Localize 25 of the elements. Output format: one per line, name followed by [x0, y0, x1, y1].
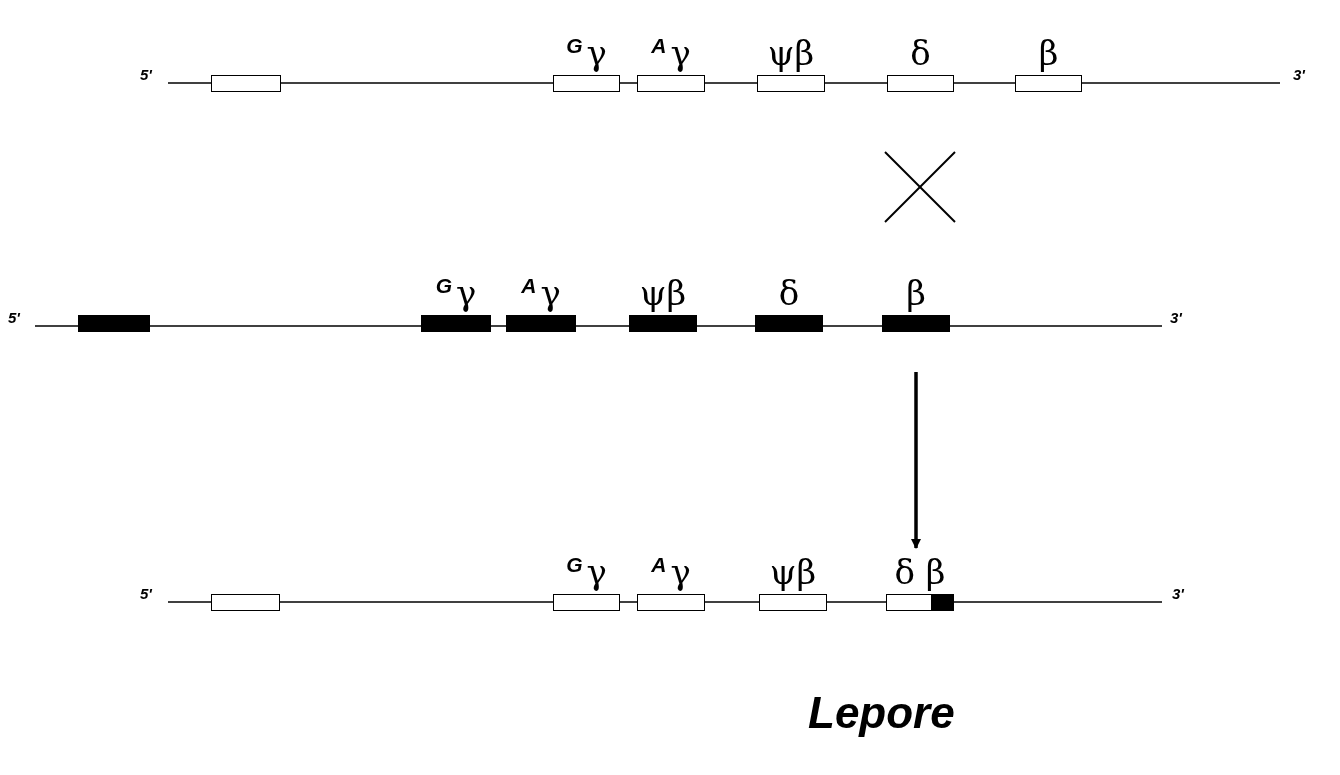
- gene-box: [211, 594, 280, 611]
- gene-label: $^{A}$γ: [651, 32, 691, 75]
- gene-label: β: [906, 272, 926, 315]
- strand-end-label: 3': [1293, 66, 1305, 83]
- strand-end-label: 5': [8, 309, 20, 326]
- gene-label: $^{G}$γ: [566, 551, 607, 594]
- gene-label: ψβ: [767, 32, 815, 75]
- strand-end-label: 3': [1170, 309, 1182, 326]
- gene-label: ψβ: [769, 551, 817, 594]
- gene-box: [78, 315, 150, 332]
- gene-label: δ: [910, 32, 931, 75]
- gene-box: [211, 75, 281, 92]
- strand-end-label: 5': [140, 66, 152, 83]
- caption-text: Lepore: [808, 688, 955, 738]
- gene-label: $^{G}$γ: [435, 272, 477, 315]
- gene-label: $^{A}$γ: [651, 551, 691, 594]
- strand-end-label: 3': [1172, 585, 1184, 602]
- arrow: [911, 372, 921, 549]
- strand-end-label: 5': [140, 585, 152, 602]
- gene-label: $^{G}$γ: [566, 32, 607, 75]
- gene-label: $^{A}$γ: [521, 272, 561, 315]
- gene-label: β: [1038, 32, 1059, 75]
- gene-label: δ β: [894, 551, 946, 594]
- gene-label: δ: [778, 272, 800, 315]
- gene-label: ψβ: [639, 272, 687, 315]
